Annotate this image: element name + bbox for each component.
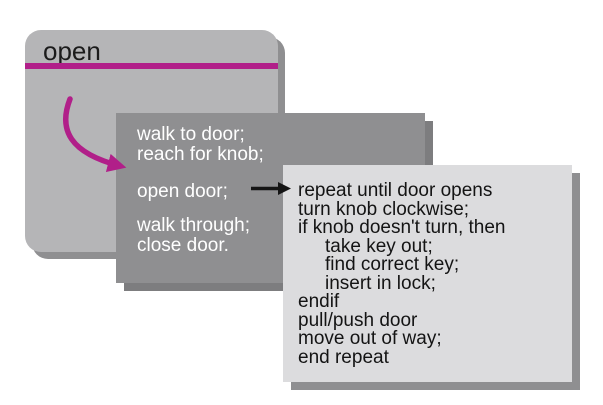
step-line: close door. — [137, 235, 229, 256]
title-underline — [25, 63, 278, 69]
pseudocode-line: if knob doesn't turn, then — [298, 217, 506, 238]
pseudocode-line: find correct key; — [325, 254, 460, 275]
pseudocode-line: turn knob clockwise; — [298, 198, 470, 220]
step-line: walk through; — [137, 215, 251, 236]
pseudocode-line: pull/push door — [298, 309, 418, 331]
pseudocode-line: insert in lock; — [325, 272, 436, 294]
pseudocode-line: take key out; — [325, 235, 433, 257]
pseudocode-line: move out of way; — [298, 328, 442, 349]
step-line: open door; — [137, 181, 228, 202]
pseudocode-line: end repeat — [298, 346, 389, 368]
detail-card: repeat until door opens turn knob clockw… — [283, 165, 572, 382]
step-line: reach for knob; — [137, 144, 264, 165]
step-line: walk to door; — [137, 124, 245, 145]
expand-arrow-icon — [251, 182, 291, 195]
pseudocode-line: repeat until door opens — [298, 180, 493, 201]
procedure-title: open — [43, 36, 101, 66]
refine-arrow-icon — [63, 96, 127, 172]
pseudocode-line: endif — [298, 291, 340, 312]
